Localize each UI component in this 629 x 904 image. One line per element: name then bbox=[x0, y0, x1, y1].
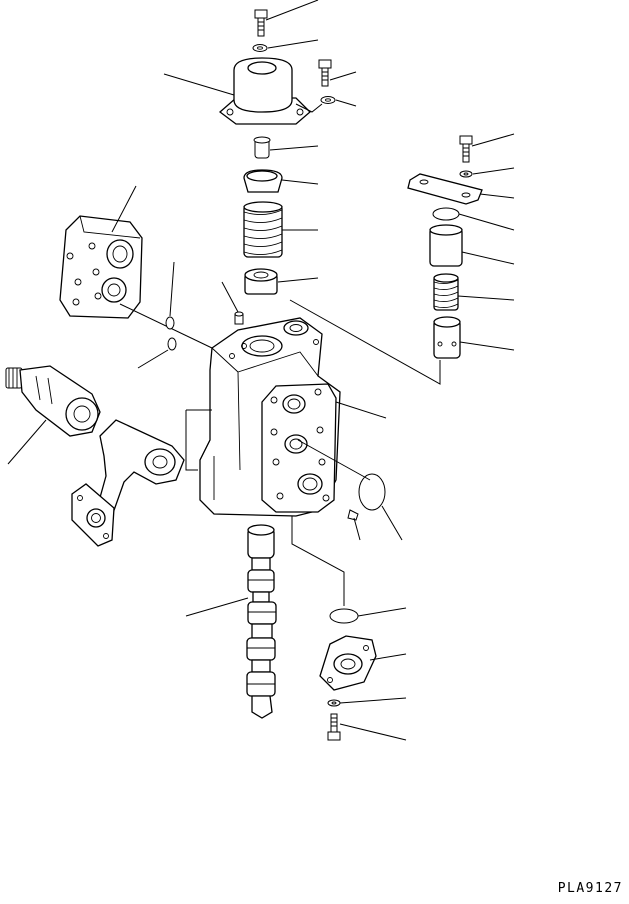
cap-bolt-guide bbox=[295, 103, 323, 113]
solenoid-cartridge bbox=[5, 365, 101, 437]
leader-relief-spring bbox=[457, 295, 515, 301]
leader-bottom-washer bbox=[339, 697, 407, 704]
bottom-bolt bbox=[327, 713, 341, 741]
small-plug bbox=[234, 311, 244, 325]
relief-piston bbox=[429, 224, 463, 267]
leader-cap-bolt bbox=[329, 71, 357, 81]
leader-main-spool bbox=[185, 597, 249, 617]
drawing-code: PLA9127 bbox=[557, 881, 623, 896]
body-o-ring bbox=[358, 473, 386, 511]
o-ring-lower bbox=[167, 337, 177, 351]
spool-retainer bbox=[253, 136, 271, 159]
valve-cap bbox=[218, 57, 311, 125]
leader-relief-washer bbox=[472, 167, 515, 175]
bottom-flange bbox=[319, 635, 377, 691]
pipe-elbow bbox=[71, 419, 185, 547]
leader-o-ring-upper bbox=[169, 261, 175, 317]
leader-relief-piston bbox=[461, 251, 515, 265]
leader-top-washer bbox=[267, 39, 319, 49]
leader-relief-bolt bbox=[471, 133, 515, 147]
leader-upper-spring-seat bbox=[281, 179, 319, 185]
leader-lower-spring-seat bbox=[277, 277, 319, 283]
bottom-washer bbox=[327, 699, 341, 707]
leader-bottom-flange bbox=[369, 653, 407, 661]
top-washer bbox=[252, 44, 268, 52]
relief-o-ring bbox=[432, 207, 460, 221]
relief-plate bbox=[407, 173, 483, 205]
relief-spring bbox=[433, 273, 459, 311]
bottom-guide-line bbox=[291, 516, 345, 606]
relief-washer bbox=[459, 170, 473, 178]
upper-spring-seat bbox=[243, 169, 283, 193]
leader-relief-o-ring bbox=[458, 213, 515, 231]
top-bolt bbox=[254, 9, 268, 37]
main-spool bbox=[246, 524, 277, 719]
leader-bottom-o-ring bbox=[357, 607, 407, 617]
leader-side-cover bbox=[111, 185, 137, 233]
leader-small-plug bbox=[221, 281, 239, 313]
leader-body-o-ring bbox=[381, 505, 403, 541]
leader-bottom-bolt bbox=[339, 723, 407, 741]
relief-guide-line bbox=[289, 299, 441, 385]
leader-relief-poppet bbox=[459, 341, 515, 351]
body-plug-guide bbox=[297, 439, 371, 481]
body-plug bbox=[347, 509, 359, 521]
cap-bolt bbox=[318, 59, 332, 87]
relief-bolt bbox=[459, 135, 473, 163]
leader-relief-plate bbox=[479, 193, 515, 199]
o-ring-upper bbox=[165, 316, 175, 330]
cap-washer bbox=[320, 96, 336, 104]
leader-o-ring-lower bbox=[137, 349, 169, 369]
leader-valve-body bbox=[335, 401, 387, 419]
body-bracket-line bbox=[185, 409, 212, 471]
bottom-o-ring bbox=[329, 608, 359, 624]
lower-spring-seat bbox=[244, 268, 278, 295]
side-cover bbox=[59, 215, 143, 319]
leader-body-plug bbox=[353, 517, 361, 541]
leader-cap-washer bbox=[335, 99, 357, 107]
main-spring bbox=[243, 201, 283, 258]
relief-poppet bbox=[433, 316, 461, 359]
leader-top-bolt bbox=[265, 0, 319, 21]
leader-solenoid-cartridge bbox=[7, 419, 47, 465]
leader-spool-retainer bbox=[269, 145, 319, 151]
valve-body bbox=[199, 317, 341, 517]
leader-valve-cap bbox=[163, 73, 235, 96]
